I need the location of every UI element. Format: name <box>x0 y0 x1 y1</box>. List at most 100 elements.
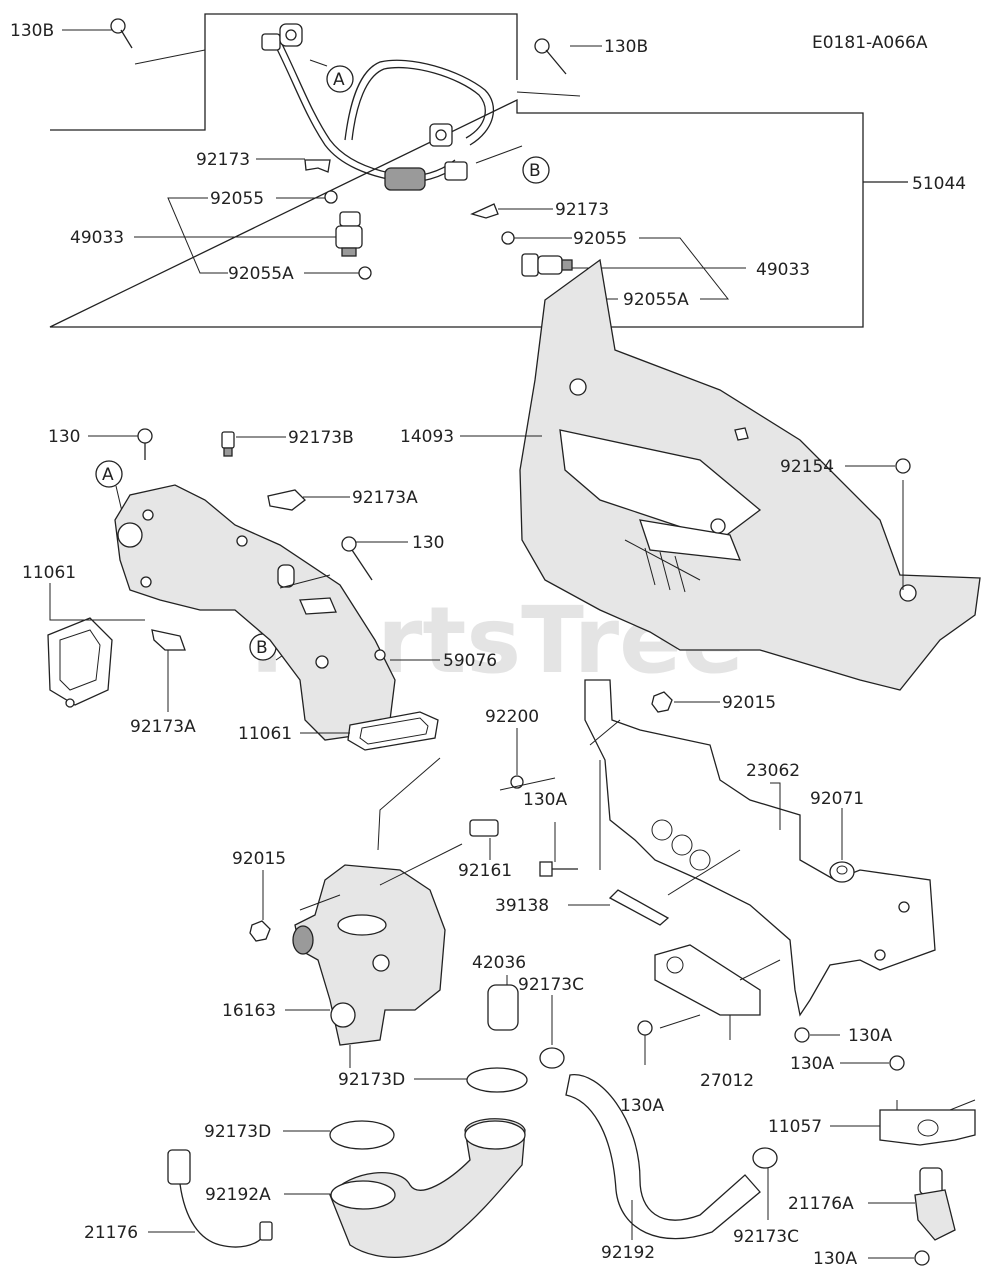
label-92055a-right: 92055A <box>623 290 689 310</box>
label-92173c-bottom: 92173C <box>733 1227 799 1247</box>
label-92173-right: 92173 <box>555 200 609 220</box>
washer-92055a-left <box>358 266 372 280</box>
label-130b-left: 130B <box>10 21 54 41</box>
bracket-23062 <box>584 679 936 1017</box>
washer-92055-right <box>501 231 515 245</box>
harness-assembly-box <box>49 13 908 328</box>
label-92173a-top: 92173A <box>352 488 418 508</box>
label-92200: 92200 <box>485 707 539 727</box>
label-92192a: 92192A <box>205 1185 271 1205</box>
label-92154: 92154 <box>780 457 834 477</box>
bolt-130b-right <box>516 38 581 97</box>
gasket-11061-right <box>347 711 439 751</box>
label-92173a-bottom: 92173A <box>130 717 196 737</box>
label-92055-right: 92055 <box>573 229 627 249</box>
label-92173d-right: 92173D <box>338 1070 405 1090</box>
leaders-lower <box>148 701 976 1259</box>
bolt-130-side <box>341 536 373 581</box>
mount-27012 <box>654 944 761 1016</box>
leaders-manifold <box>49 435 440 734</box>
spacer-92161 <box>469 819 499 837</box>
nut-92015-right <box>651 691 673 713</box>
nut-92015-left <box>249 920 271 942</box>
clamp-92173d-left <box>329 1120 395 1150</box>
clip-92173a-top <box>267 489 306 511</box>
throttle-body-16163 <box>292 864 446 1046</box>
label-14093: 14093 <box>400 427 454 447</box>
label-92173b: 92173B <box>288 428 354 448</box>
gasket-11061-left <box>47 617 113 708</box>
label-130-top: 130 <box>48 427 80 447</box>
label-27012: 27012 <box>700 1071 754 1091</box>
clip-92173-left <box>304 159 331 173</box>
label-92055-left: 92055 <box>210 189 264 209</box>
bolt-130a-11057 <box>889 1055 905 1071</box>
label-23062: 23062 <box>746 761 800 781</box>
callout-b-top: B <box>475 145 550 184</box>
wire-harness <box>261 23 494 191</box>
label-92161: 92161 <box>458 861 512 881</box>
label-49033-right: 49033 <box>756 260 810 280</box>
diagram-reference: E0181-A066A <box>812 33 928 53</box>
bolt-130a-mount <box>637 1020 653 1036</box>
sensor-21176 <box>167 1149 273 1248</box>
label-92173-left: 92173 <box>196 150 250 170</box>
label-130a-bracket-bottom: 130A <box>848 1026 892 1046</box>
clamp-39138 <box>608 889 670 926</box>
clip-92173a-bottom <box>151 629 186 651</box>
sensor-21176a <box>914 1167 956 1241</box>
injector-49033-right <box>521 253 573 277</box>
label-92015-right: 92015 <box>722 693 776 713</box>
harness-connector <box>384 167 426 191</box>
svg-text:A: A <box>333 70 345 90</box>
label-92173d-left: 92173D <box>204 1122 271 1142</box>
sleeve-42036 <box>487 984 519 1031</box>
bolt-130-top <box>137 428 153 460</box>
bolt-130a-bracket-bottom <box>794 1027 810 1043</box>
svg-text:B: B <box>256 638 268 658</box>
grommet-92071 <box>829 861 855 883</box>
bolt-130a-bracket <box>539 861 578 877</box>
washer-92200 <box>510 775 524 789</box>
label-11061-right: 11061 <box>238 724 292 744</box>
callout-a-top: A <box>309 59 354 93</box>
label-39138: 39138 <box>495 896 549 916</box>
label-130-side: 130 <box>412 533 444 553</box>
injector-49033-left <box>335 211 363 257</box>
leaders-top <box>62 29 746 300</box>
intake-duct-92192a <box>329 1118 526 1258</box>
label-130b-right: 130B <box>604 37 648 57</box>
bolt-130b-left <box>110 18 206 65</box>
label-130a-bottom: 130A <box>813 1249 857 1269</box>
label-92055a-left: 92055A <box>228 264 294 284</box>
label-130a-11057: 130A <box>790 1054 834 1074</box>
svg-text:B: B <box>529 161 541 181</box>
svg-text:A: A <box>102 465 114 485</box>
label-21176: 21176 <box>84 1223 138 1243</box>
label-92173c-top: 92173C <box>518 975 584 995</box>
label-42036: 42036 <box>472 953 526 973</box>
clamp-92173c-bottom <box>752 1147 778 1169</box>
label-92071: 92071 <box>810 789 864 809</box>
label-11061-left: 11061 <box>22 563 76 583</box>
label-59076: 59076 <box>443 651 497 671</box>
bracket-11057 <box>879 1109 976 1146</box>
bolt-92154 <box>845 458 911 474</box>
label-21176a: 21176A <box>788 1194 854 1214</box>
hose-92192 <box>565 1074 761 1240</box>
clamp-92173d-right <box>466 1067 528 1093</box>
engine-cover-14093 <box>460 258 981 691</box>
sensor-92173b <box>221 431 235 457</box>
label-11057: 11057 <box>768 1117 822 1137</box>
clamp-92173c-top <box>539 1047 565 1069</box>
bolt-130a-bottom <box>914 1250 930 1266</box>
label-49033-left: 49033 <box>70 228 124 248</box>
label-92015-left: 92015 <box>232 849 286 869</box>
clip-92173-right <box>470 203 499 219</box>
label-92192: 92192 <box>601 1243 655 1263</box>
label-51044: 51044 <box>912 174 966 194</box>
label-130a-bracket: 130A <box>523 790 567 810</box>
intake-manifold-59076 <box>114 484 396 741</box>
label-130a-mount: 130A <box>620 1096 664 1116</box>
